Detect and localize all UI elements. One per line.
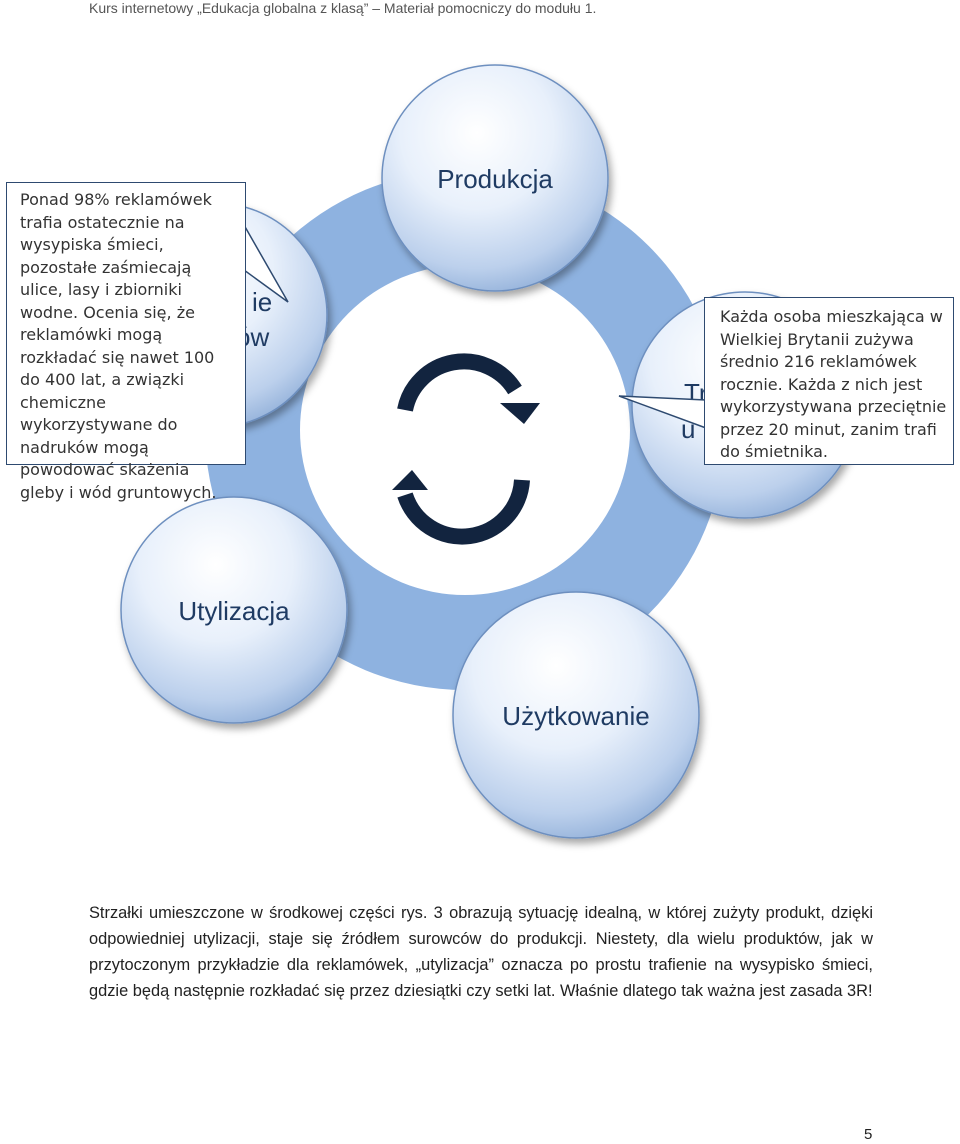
cycle-arrows-icon bbox=[397, 353, 530, 545]
body-paragraph: Strzałki umieszczone w środkowej części … bbox=[89, 904, 873, 1000]
page-header: Kurs internetowy „Edukacja globalna z kl… bbox=[89, 0, 597, 16]
circle-left-hidden-text-1: ie bbox=[252, 287, 272, 317]
circle-utylizacja: Utylizacja bbox=[120, 496, 348, 724]
circle-utylizacja-label: Utylizacja bbox=[178, 596, 290, 626]
callout-left: Ponad 98% reklamówek trafia ostatecznie … bbox=[6, 182, 246, 502]
circle-uzytkowanie: Użytkowanie bbox=[452, 591, 700, 839]
cycle-ring-hole bbox=[300, 265, 630, 595]
circle-produkcja: Produkcja bbox=[381, 64, 609, 292]
page-number: 5 bbox=[864, 1126, 873, 1143]
circle-uzytkowanie-label: Użytkowanie bbox=[502, 701, 649, 731]
circle-produkcja-label: Produkcja bbox=[437, 164, 553, 194]
arrow-head-right-icon bbox=[500, 403, 540, 424]
arrow-head-left-icon bbox=[392, 470, 428, 490]
callout-right: Każda osoba mieszkająca w Wielkiej Bryta… bbox=[704, 297, 954, 465]
